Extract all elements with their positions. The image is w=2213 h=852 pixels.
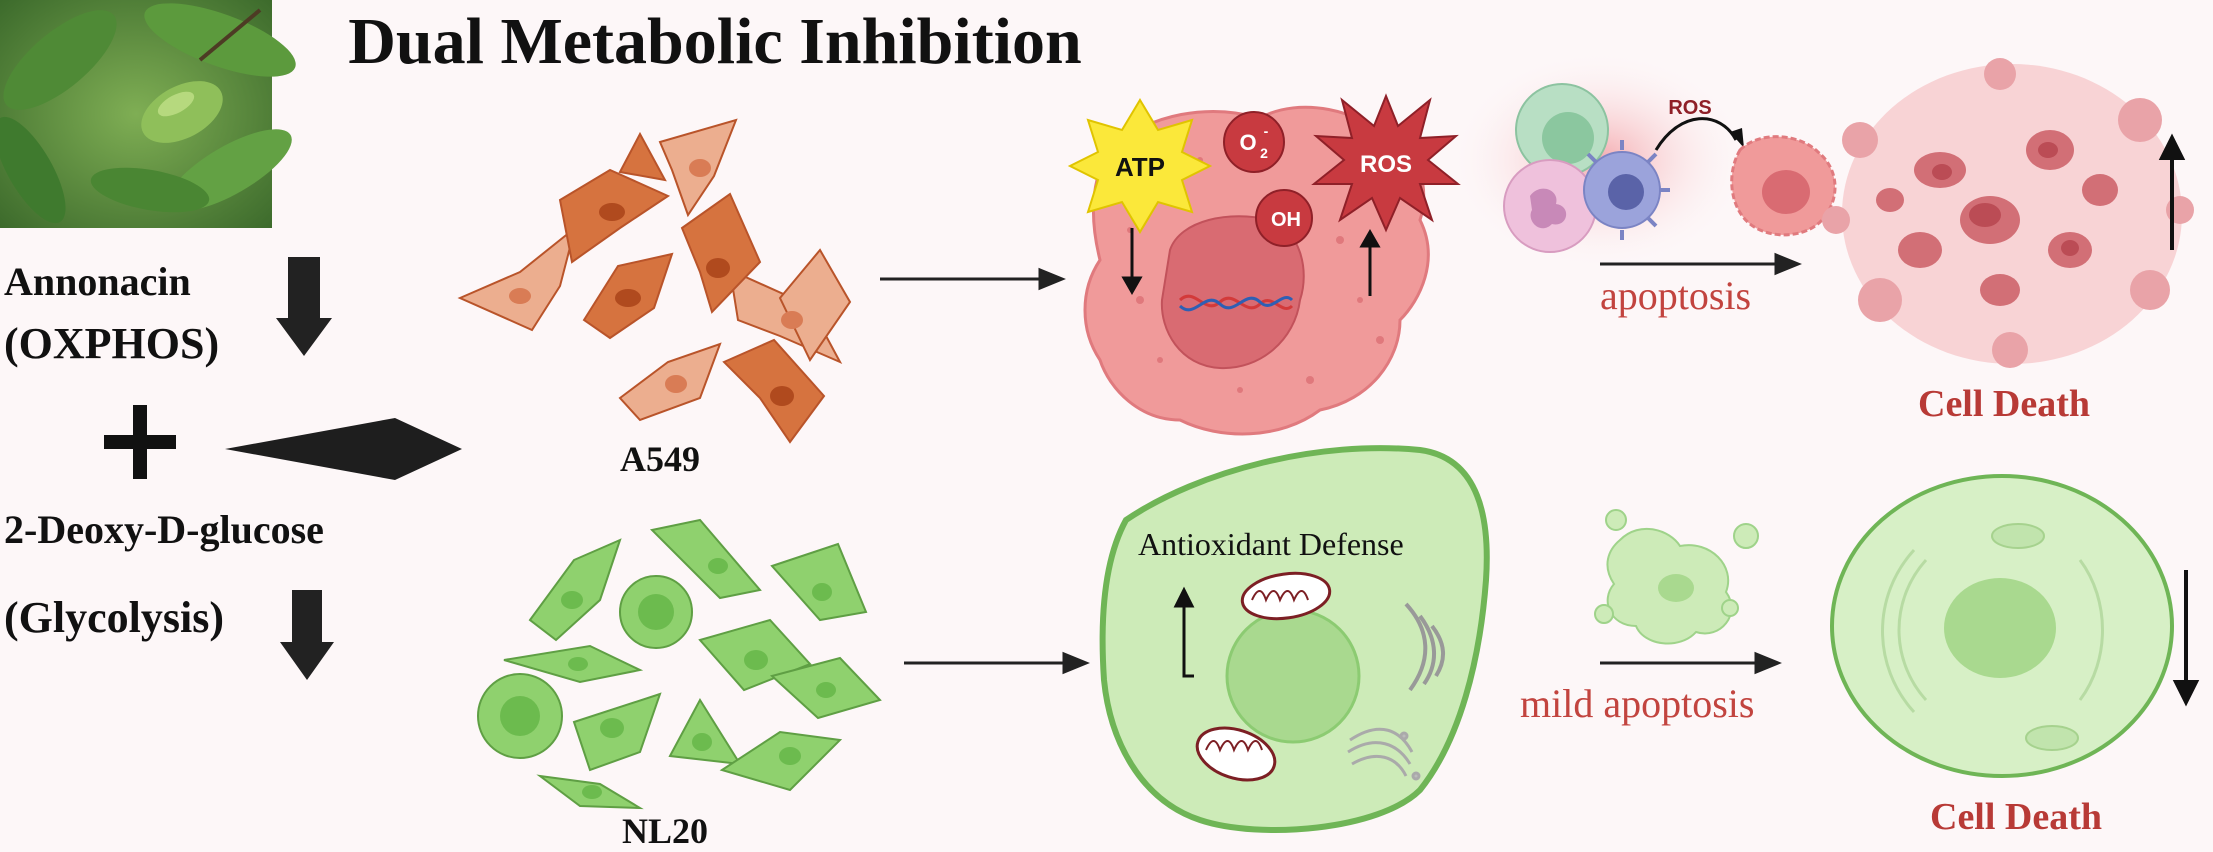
hydroxyl-icon: OH [1255, 189, 1313, 247]
a549-label: A549 [620, 439, 700, 479]
apoptotic-body [1594, 509, 1759, 645]
right-arrow-icon [1600, 651, 1782, 675]
immune-attack-panel: ROS [1450, 50, 1837, 270]
dying-cancer-cell [1822, 58, 2194, 368]
up-arrow-icon [2158, 133, 2186, 250]
hydroxyl-label: OH [1271, 209, 1301, 231]
down-arrow-icon [276, 257, 332, 356]
apoptosis-label: apoptosis [1600, 273, 1752, 318]
dna-icon [1178, 294, 1294, 312]
combine-arrow-icon [225, 418, 462, 480]
superoxide-label: O [1239, 130, 1256, 155]
plus-icon [104, 405, 176, 479]
glycolysis-label: (Glycolysis) [4, 593, 224, 642]
cell-death-bottom-label: Cell Death [1930, 796, 2103, 838]
atp-label: ATP [1115, 152, 1165, 182]
superoxide-subscript: 2 [1260, 145, 1268, 161]
ros-label: ROS [1360, 151, 1412, 178]
mitochondria-icon [1240, 571, 1332, 621]
right-arrow-icon [1600, 252, 1802, 276]
mitochondria-icon [1195, 726, 1277, 782]
mild-apoptosis-label: mild apoptosis [1520, 681, 1755, 726]
superoxide-charge: - [1264, 123, 1269, 139]
down-arrow-icon [280, 590, 334, 680]
a549-cell-cluster [457, 118, 852, 444]
pawpaw-plant-photo [0, 0, 296, 228]
cell-death-top-label: Cell Death [1918, 383, 2091, 425]
antioxidant-defense-label: Antioxidant Defense [1138, 526, 1404, 562]
right-arrow-icon [904, 651, 1090, 675]
immune-ros-label: ROS [1668, 97, 1711, 119]
golgi-icon [1347, 727, 1421, 781]
2dg-label: 2-Deoxy-D-glucose [4, 507, 324, 552]
nl20-label: NL20 [622, 811, 709, 851]
diagram-title: Dual Metabolic Inhibition [348, 5, 1082, 78]
oxphos-label: (OXPHOS) [4, 319, 220, 368]
down-arrow-icon [2172, 570, 2200, 707]
nl20-cell-cluster [477, 518, 882, 810]
endoplasmic-reticulum-icon [1404, 602, 1445, 692]
surviving-normal-cell [1830, 474, 2174, 778]
normal-cell [1099, 445, 1490, 833]
nucleus [1160, 215, 1305, 370]
right-arrow-icon [880, 267, 1066, 291]
superoxide-icon: O 2 - [1223, 111, 1285, 173]
annonacin-label: Annonacin [4, 259, 191, 304]
atp-star-icon: ATP [1067, 98, 1213, 234]
ros-star-icon: ROS [1311, 93, 1461, 233]
